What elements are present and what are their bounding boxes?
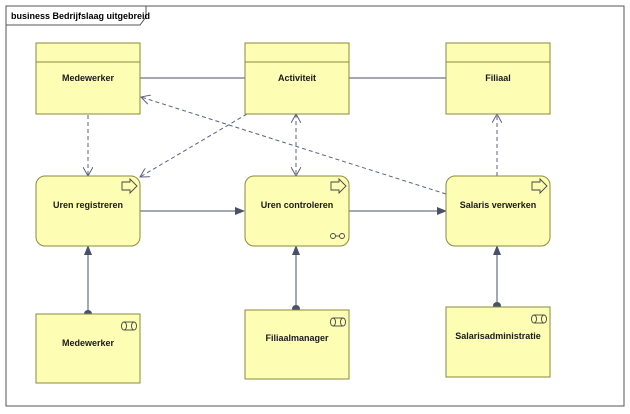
role-icon [330, 317, 346, 327]
business-role-medewerker[interactable]: Medewerker [35, 313, 141, 384]
assignment-lines [84, 245, 501, 318]
role-label-salarisadministratie: Salarisadministratie [455, 331, 541, 341]
process-arrow-icon [121, 177, 138, 195]
process-label-salaris-verwerken: Salaris verwerken [460, 200, 537, 210]
process-arrow-icon [330, 177, 347, 195]
business-process-uren-registreren[interactable]: Uren registreren [35, 175, 141, 247]
business-process-uren-controleren[interactable]: Uren controleren [244, 175, 350, 247]
business-role-salarisadministratie[interactable]: Salarisadministratie [445, 306, 551, 378]
access-lines [88, 97, 497, 195]
collaboration-icon [330, 233, 345, 239]
role-icon [121, 321, 137, 331]
business-object-medewerker[interactable]: Medewerker [35, 42, 141, 115]
process-label-uren-registreren: Uren registreren [53, 200, 123, 210]
business-process-salaris-verwerken[interactable]: Salaris verwerken [445, 175, 551, 247]
object-label-activiteit: Activiteit [278, 73, 316, 83]
access-salaris-medewerker [141, 97, 447, 195]
business-role-filiaalmanager[interactable]: Filiaalmanager [244, 309, 350, 380]
role-label-medewerker: Medewerker [62, 338, 115, 348]
process-arrow-icon [531, 177, 548, 195]
role-label-filiaalmanager: Filiaalmanager [265, 333, 329, 343]
business-object-activiteit[interactable]: Activiteit [244, 42, 350, 115]
process-label-uren-controleren: Uren controleren [261, 200, 334, 210]
business-object-filiaal[interactable]: Filiaal [445, 42, 551, 115]
frame-title: business Bedrijfslaag uitgebreid [11, 11, 150, 21]
object-label-medewerker: Medewerker [62, 73, 115, 83]
role-icon [531, 314, 547, 324]
object-label-filiaal: Filiaal [485, 73, 511, 83]
